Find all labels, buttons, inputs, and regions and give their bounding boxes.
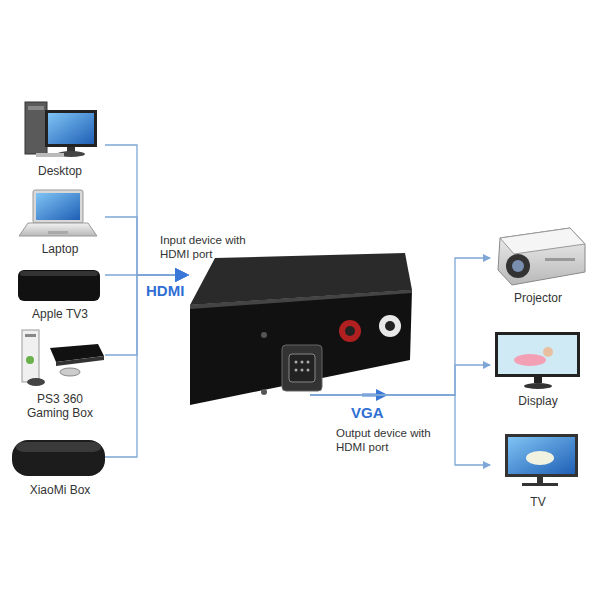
vga-arrow: [362, 394, 378, 397]
device-label: Desktop: [38, 164, 82, 178]
converter-node: [188, 253, 413, 395]
device-label: Display: [518, 394, 557, 408]
port-note: Output device with HDMI port: [336, 426, 448, 454]
connector-line: [310, 365, 490, 395]
signal-name: VGA: [351, 404, 411, 422]
console-icon: [22, 330, 104, 386]
signal-name: HDMI: [146, 282, 206, 300]
xiaomi-box-icon: [12, 440, 105, 476]
projector-icon: [498, 228, 585, 285]
tv-icon: [505, 434, 578, 486]
device-node: Display: [490, 328, 586, 408]
connector-line: [310, 395, 490, 465]
device-node: PS3 360 Gaming Box: [15, 328, 105, 420]
port-note: Input device with HDMI port: [160, 233, 270, 261]
device-node: Projector: [490, 222, 586, 305]
device-node: Desktop: [15, 98, 105, 178]
apple-tv-icon: [18, 270, 100, 301]
display-icon: [495, 332, 580, 389]
device-label: Laptop: [42, 242, 79, 256]
device-label: Projector: [514, 291, 562, 305]
laptop-icon: [19, 190, 97, 236]
device-node: TV: [490, 430, 586, 509]
connector-line: [105, 274, 188, 275]
device-label: Apple TV3: [32, 307, 88, 321]
desktop-icon: [25, 102, 97, 157]
device-node: XiaoMi Box: [15, 438, 105, 497]
converter-box: [190, 253, 412, 405]
device-label: TV: [530, 495, 545, 509]
device-node: Laptop: [15, 188, 105, 256]
connector-line: [105, 275, 188, 457]
vga-arrowhead: [376, 389, 388, 401]
device-node: Apple TV3: [15, 264, 105, 321]
device-label: XiaoMi Box: [30, 483, 91, 497]
connector-line: [310, 258, 490, 395]
device-label: PS3 360 Gaming Box: [24, 392, 96, 420]
